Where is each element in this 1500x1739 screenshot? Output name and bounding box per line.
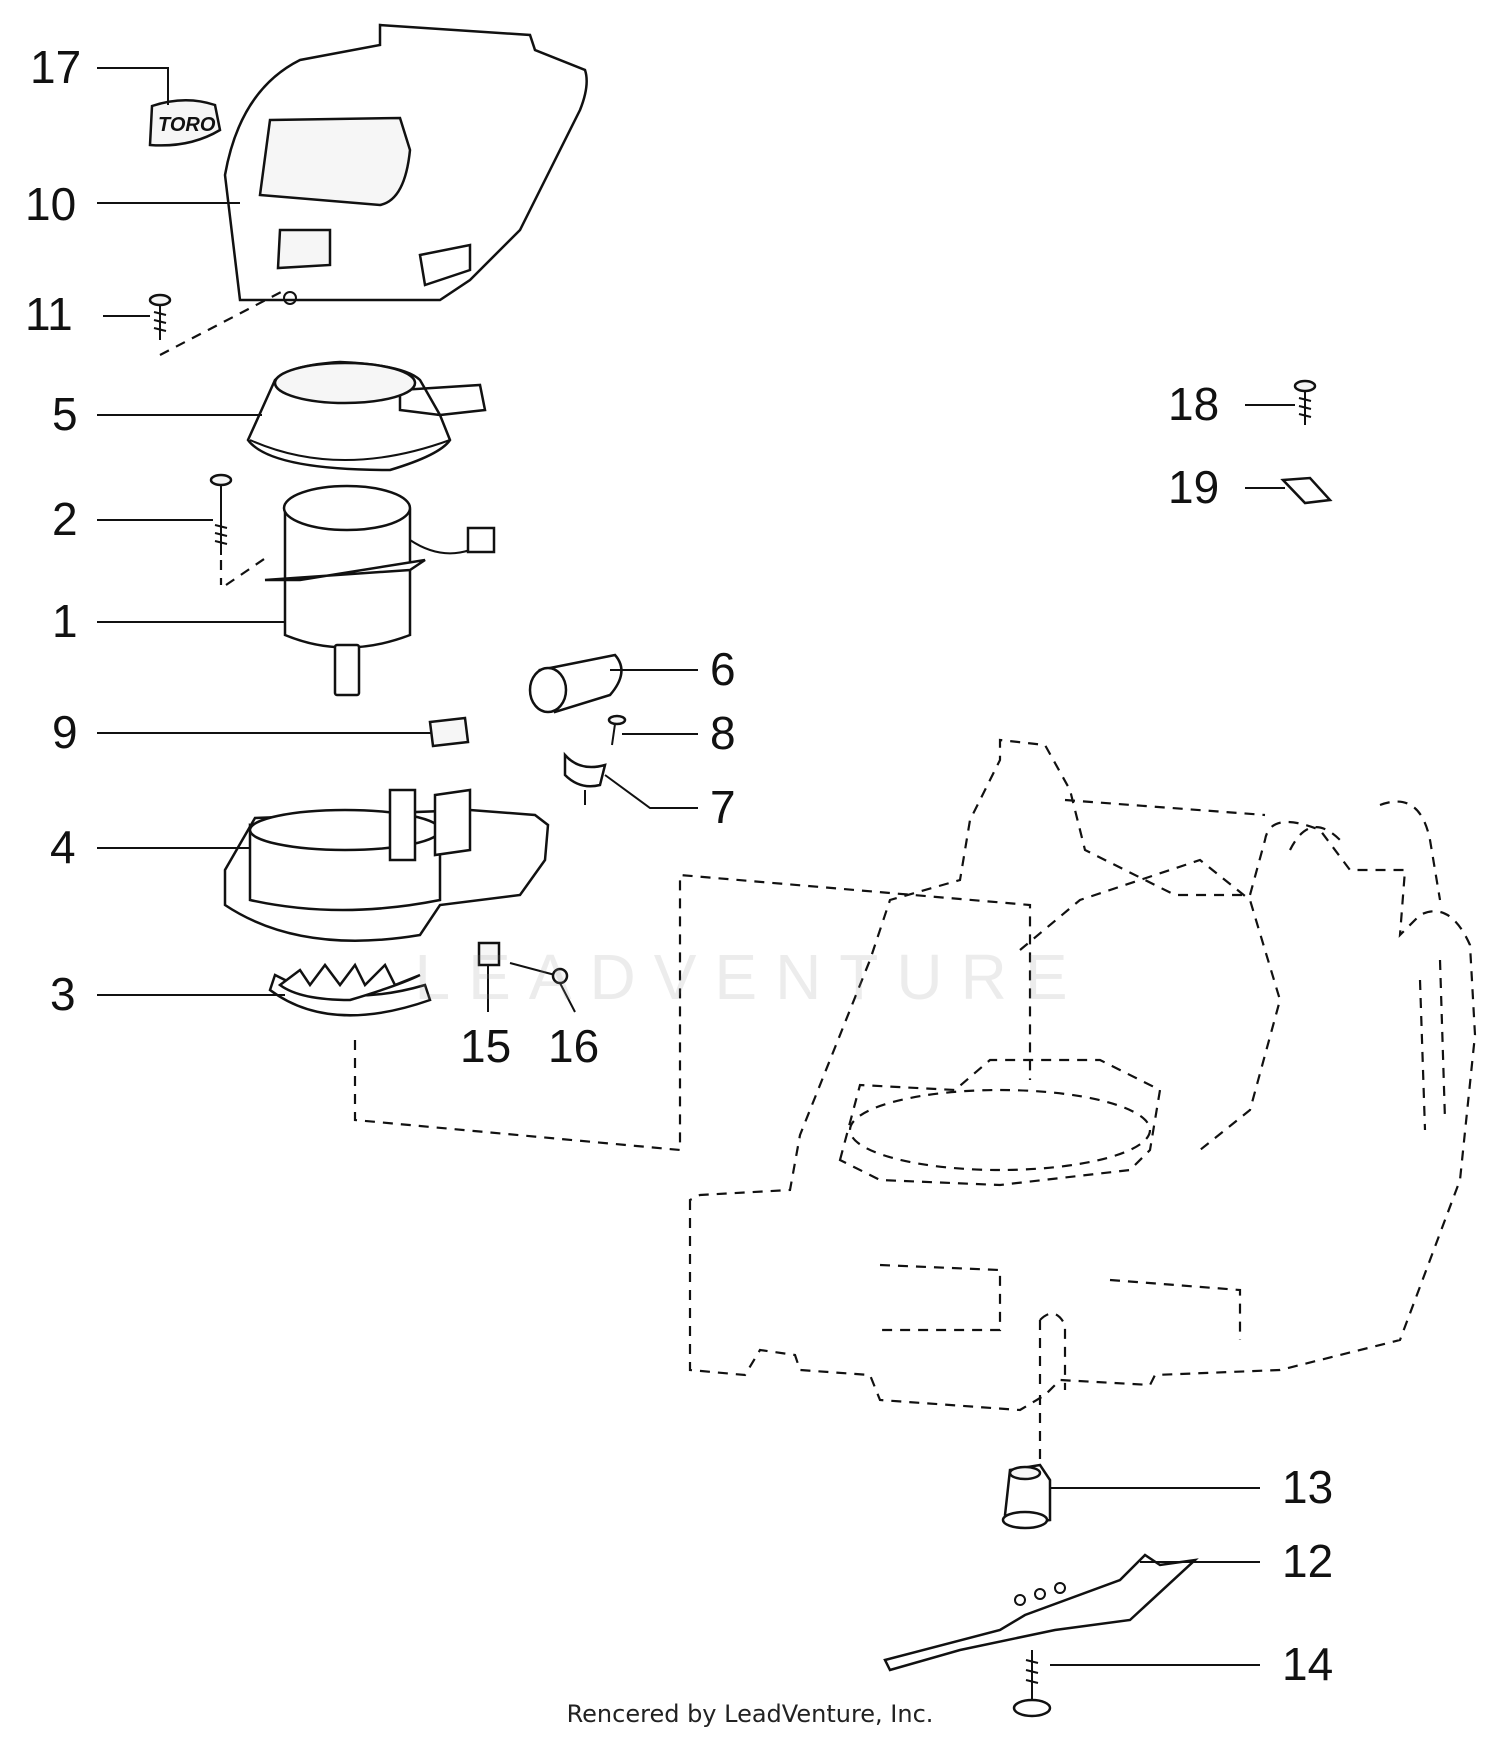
screw-part-18: [1293, 379, 1317, 425]
callout-9: 9: [52, 706, 78, 758]
leader-lines: [97, 67, 1295, 1666]
label-part-19: [1280, 476, 1333, 505]
footer-credit: Rencered by LeadVenture, Inc.: [566, 1700, 934, 1728]
nut-part-15: [477, 941, 501, 1012]
callout-3: 3: [50, 968, 76, 1020]
callout-17: 17: [30, 41, 81, 93]
leader-fan-to-deck: [353, 873, 1032, 1152]
top-cover-part-10: [223, 23, 588, 305]
callout-8: 8: [710, 707, 736, 759]
callout-19: 19: [1168, 461, 1219, 513]
watermark: LEADVENTURE: [414, 941, 1086, 1013]
motor-mount-part-4: [223, 788, 550, 942]
cylinder-part-6: [528, 653, 623, 714]
screw-part-16: [509, 962, 576, 1013]
callout-7: 7: [710, 781, 736, 833]
callout-4: 4: [50, 821, 76, 873]
motor-part-1: [264, 484, 496, 697]
screw-part-2: [209, 473, 271, 586]
callout-1: 1: [52, 595, 78, 647]
callout-12: 12: [1282, 1535, 1333, 1587]
callout-15: 15: [460, 1020, 511, 1072]
callout-numbers: 17 10 11 5 2 1 9 4 3 15 16 6 8 7 18 19 1…: [25, 41, 1333, 1690]
decal-logo-text: TORO: [158, 114, 216, 136]
screw-part-8: [607, 714, 627, 746]
callout-18: 18: [1168, 378, 1219, 430]
mower-deck: [688, 738, 1477, 1460]
callout-14: 14: [1282, 1638, 1333, 1690]
callout-13: 13: [1282, 1461, 1333, 1513]
clip-part-9: [428, 716, 470, 748]
fan-part-3: [268, 962, 432, 1017]
screw-part-11: [148, 289, 286, 356]
blade-adapter-part-13: [1001, 1463, 1052, 1530]
callout-5: 5: [52, 388, 78, 440]
callout-10: 10: [25, 178, 76, 230]
blade-part-12: [883, 1553, 1199, 1672]
callout-2: 2: [52, 493, 78, 545]
motor-collar-part-5: [246, 360, 487, 472]
bracket-part-7: [563, 751, 607, 805]
callout-16: 16: [548, 1020, 599, 1072]
callout-6: 6: [710, 643, 736, 695]
bolt-part-14: [1012, 1650, 1052, 1718]
decal-part-17: TORO: [148, 99, 222, 147]
callout-11: 11: [25, 288, 73, 340]
